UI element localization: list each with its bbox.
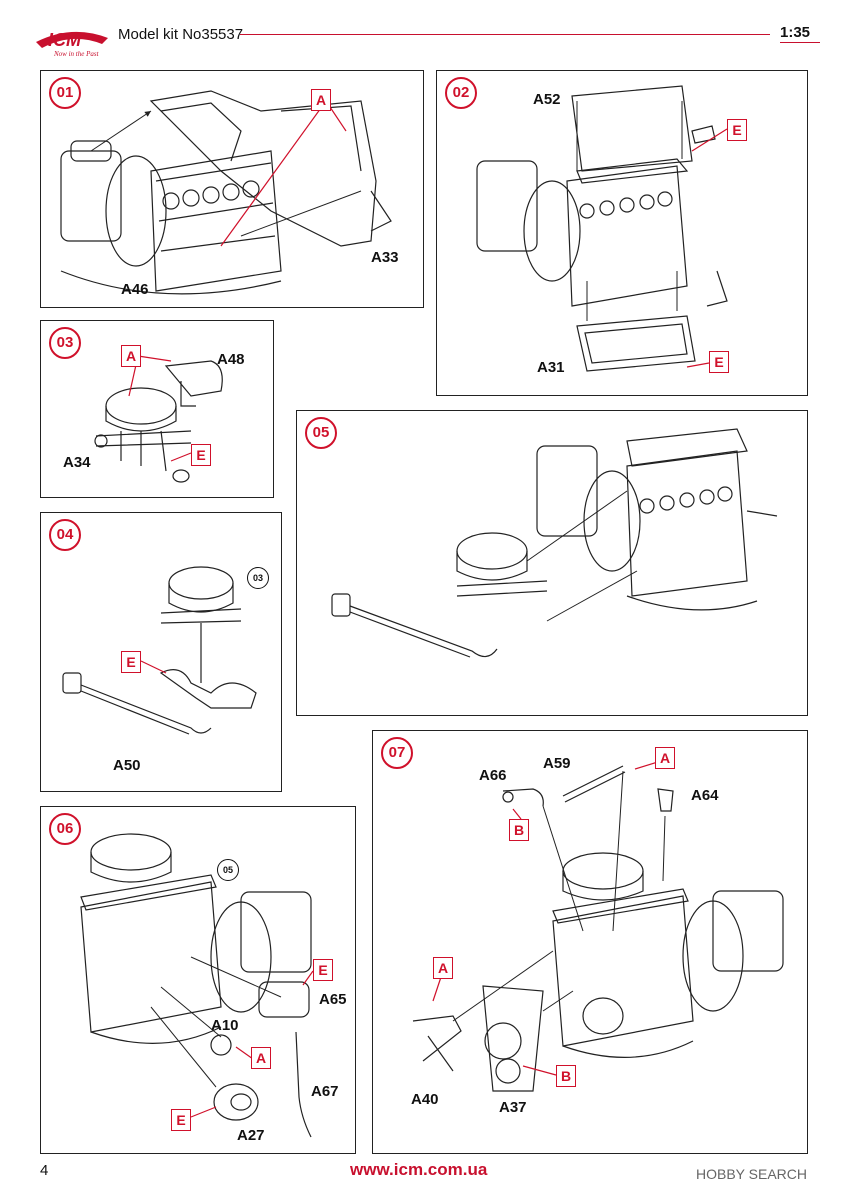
scale-rule — [780, 42, 820, 43]
step-01-panel: 01 A A46 A33 — [40, 70, 424, 308]
part-a48: A48 — [217, 351, 245, 368]
step-02-tag-e-bottom: E — [709, 351, 729, 373]
step-03-tag-a: A — [121, 345, 141, 367]
step-06-tag-e-bottom: E — [171, 1109, 191, 1131]
icm-logo: ICM Now in the Past — [32, 22, 112, 60]
step-04-ref: 03 — [247, 567, 269, 589]
step-02-tag-e-top: E — [727, 119, 747, 141]
part-a67: A67 — [311, 1083, 339, 1100]
step-05-number: 05 — [305, 417, 337, 449]
intake-pipe-drawing — [62, 566, 257, 735]
part-a37: A37 — [499, 1099, 527, 1116]
part-a64: A64 — [691, 787, 719, 804]
step-04-number: 04 — [49, 519, 81, 551]
part-a40: A40 — [411, 1091, 439, 1108]
part-a59: A59 — [543, 755, 571, 772]
step-02-number: 02 — [445, 77, 477, 109]
step-01-number: 01 — [49, 77, 81, 109]
part-a33: A33 — [371, 249, 399, 266]
step-05-panel: 05 — [296, 410, 808, 716]
step-06-panel: 06 05 E A65 A10 A A67 E A27 — [40, 806, 356, 1154]
header-rule — [240, 34, 770, 35]
part-a52: A52 — [533, 91, 561, 108]
step-04-tag-e: E — [121, 651, 141, 673]
step-02-panel: 02 A52 E A31 E — [436, 70, 808, 396]
engine-block-drawing — [60, 90, 392, 295]
part-a27: A27 — [237, 1127, 265, 1144]
website-link[interactable]: www.icm.com.ua — [350, 1160, 488, 1179]
part-a50: A50 — [113, 757, 141, 774]
svg-text:ICM: ICM — [48, 30, 82, 50]
page-number: 4 — [40, 1162, 49, 1179]
part-a46: A46 — [121, 281, 149, 298]
kit-scale: 1:35 — [780, 24, 811, 41]
fan-belt-assembly-drawing — [412, 760, 784, 1092]
part-a34: A34 — [63, 454, 91, 471]
step-07-panel: 07 A66 A59 — [372, 730, 808, 1154]
step-07-tag-a-top: A — [655, 747, 675, 769]
step-01-tag-a: A — [311, 89, 331, 111]
part-a65: A65 — [319, 991, 347, 1008]
step-07-tag-b-top: B — [509, 819, 529, 841]
step-06-number: 06 — [49, 813, 81, 845]
part-a31: A31 — [537, 359, 565, 376]
part-a66: A66 — [479, 767, 507, 784]
engine-intake-assembly-drawing — [331, 428, 778, 658]
step-07-tag-b-bottom: B — [556, 1065, 576, 1087]
step-07-tag-a-bottom: A — [433, 957, 453, 979]
step-03-number: 03 — [49, 327, 81, 359]
engine-accessories-drawing — [80, 833, 314, 1138]
kit-title: Model kit No35537 — [118, 26, 244, 43]
step-06-tag-a: A — [251, 1047, 271, 1069]
engine-head-drawing — [476, 85, 728, 372]
step-06-tag-e-top: E — [313, 959, 333, 981]
step-04-panel: 04 03 E A50 — [40, 512, 282, 792]
svg-text:Now in the Past: Now in the Past — [53, 50, 100, 58]
step-07-number: 07 — [381, 737, 413, 769]
air-filter-drawing — [94, 355, 223, 483]
step-03-tag-e: E — [191, 444, 211, 466]
step-03-panel: 03 A A48 A34 E — [40, 320, 274, 498]
step-06-ref: 05 — [217, 859, 239, 881]
part-a10: A10 — [211, 1017, 239, 1034]
watermark: HOBBY SEARCH — [696, 1166, 807, 1182]
